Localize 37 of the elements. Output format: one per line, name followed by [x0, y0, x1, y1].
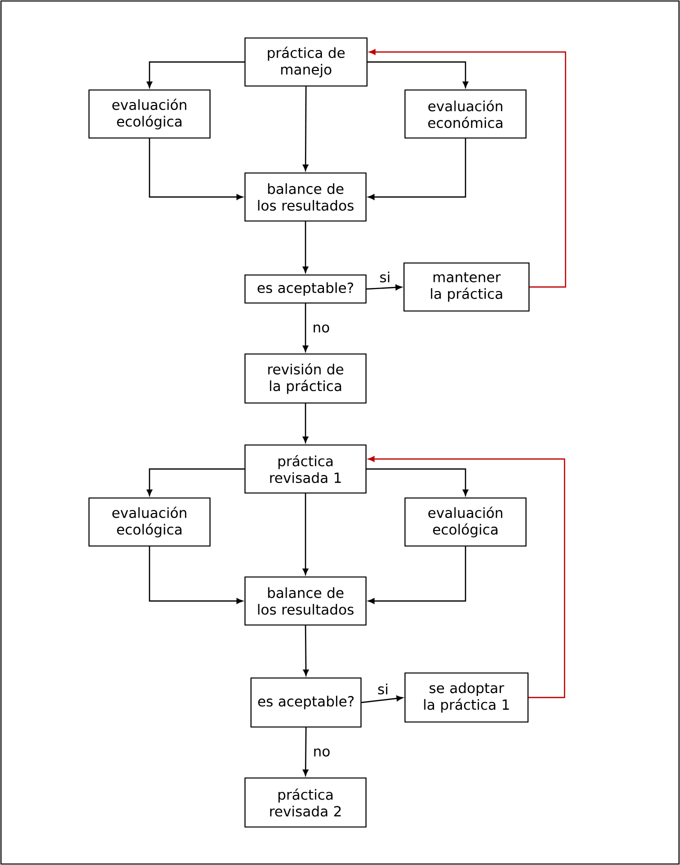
process-box: práctica revisada 1 — [244, 444, 367, 494]
arrow — [302, 86, 308, 171]
arrow — [302, 304, 308, 352]
arrow — [368, 546, 466, 604]
process-box: se adoptar la práctica 1 — [404, 672, 529, 723]
arrow — [302, 404, 308, 443]
arrow — [368, 61, 468, 88]
process-box: balance de los resultados — [244, 172, 367, 222]
arrow — [366, 468, 468, 496]
arrow — [303, 626, 309, 676]
process-box: revisión de la práctica — [244, 353, 367, 404]
arrow — [368, 456, 566, 698]
arrow — [148, 546, 243, 604]
process-box: práctica revisada 2 — [244, 777, 367, 828]
process-box: evaluación económica — [404, 89, 527, 139]
arrow — [302, 728, 308, 776]
arrow — [302, 494, 308, 575]
edge-label: si — [378, 270, 392, 284]
process-box: práctica de manejo — [244, 37, 368, 87]
process-box: evaluación ecológica — [88, 497, 211, 547]
arrow — [366, 284, 402, 290]
process-box: balance de los resultados — [244, 576, 367, 626]
process-box: evaluación ecológica — [88, 89, 211, 139]
edge-label: si — [376, 682, 390, 696]
arrow — [368, 138, 466, 200]
arrow — [361, 696, 403, 704]
edge-label: no — [312, 747, 332, 758]
edge-label: no — [311, 323, 332, 334]
arrow — [146, 468, 244, 496]
arrow — [148, 138, 243, 200]
process-box: mantener la práctica — [403, 262, 530, 312]
process-box: evaluación ecológica — [404, 497, 527, 547]
arrow — [302, 222, 308, 273]
process-box: es aceptable? — [250, 677, 362, 728]
arrow — [146, 61, 244, 88]
process-box: es aceptable? — [244, 274, 367, 304]
arrow — [369, 49, 566, 288]
